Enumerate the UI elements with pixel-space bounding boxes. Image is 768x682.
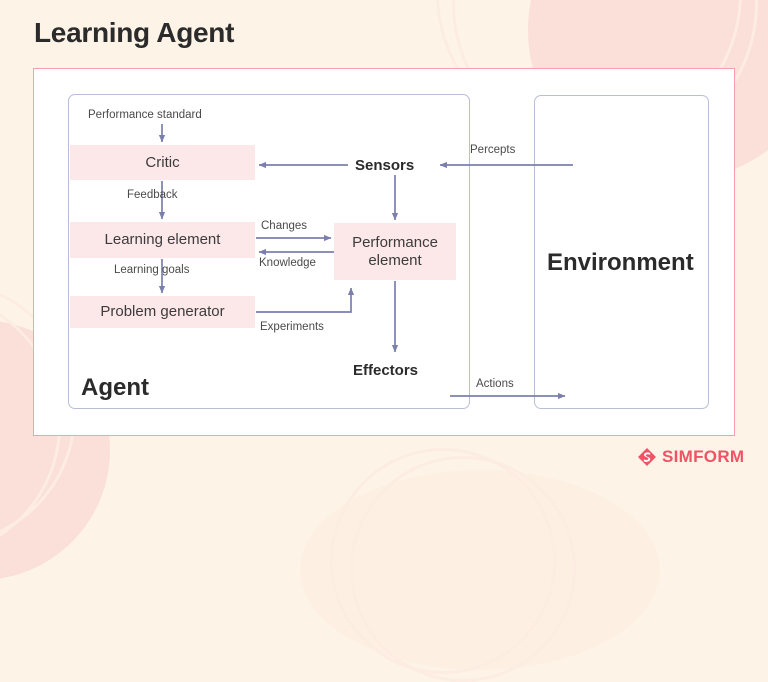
decorative-arc-bottom-center-1	[330, 448, 556, 674]
node-performance-element-label: Performance element	[352, 234, 438, 269]
edge-label-performance-standard: Performance standard	[88, 109, 202, 121]
simform-logo-icon	[638, 448, 656, 466]
simform-logo-text: SIMFORM	[662, 447, 745, 466]
page-title: Learning Agent	[34, 17, 235, 48]
simform-logo[interactable]: SIMFORM	[637, 447, 744, 467]
agent-container	[68, 94, 470, 409]
edge-label-experiments: Experiments	[260, 321, 324, 333]
node-problem-generator[interactable]: Problem generator	[70, 296, 255, 328]
edge-label-feedback: Feedback	[127, 189, 178, 201]
node-performance-element-line2: element	[368, 251, 422, 269]
edge-label-actions: Actions	[476, 378, 514, 390]
node-performance-element[interactable]: Performance element	[334, 223, 456, 280]
node-critic[interactable]: Critic	[70, 145, 255, 180]
decorative-circle-bottom-center	[300, 470, 660, 670]
node-performance-element-line1: Performance	[352, 233, 438, 251]
node-effectors: Effectors	[353, 362, 419, 379]
node-critic-label: Critic	[145, 153, 180, 171]
edge-label-knowledge: Knowledge	[259, 257, 316, 269]
edge-label-percepts: Percepts	[470, 144, 516, 156]
node-problem-generator-label: Problem generator	[100, 303, 225, 321]
node-learning-element[interactable]: Learning element	[70, 222, 255, 258]
agent-label: Agent	[81, 374, 149, 401]
node-sensors: Sensors	[355, 157, 415, 174]
environment-label: Environment	[547, 249, 694, 276]
edge-label-changes: Changes	[261, 220, 308, 232]
node-learning-element-label: Learning element	[104, 231, 221, 249]
decorative-arc-bottom-center-2	[350, 456, 576, 682]
edge-label-learning-goals: Learning goals	[114, 264, 190, 276]
